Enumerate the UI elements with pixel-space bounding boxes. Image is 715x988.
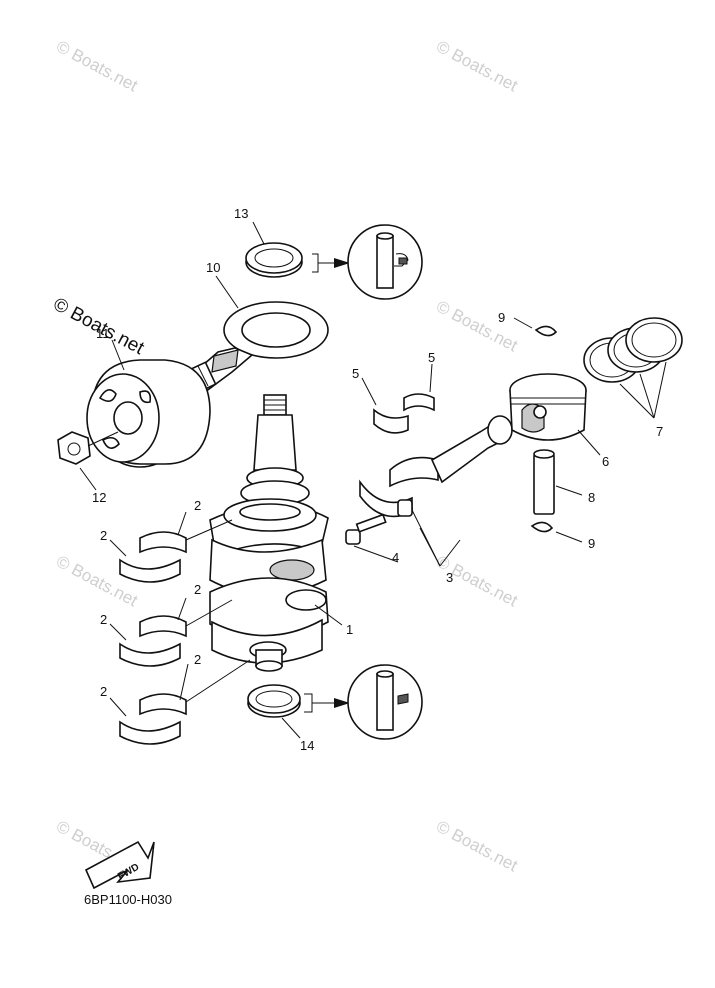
crankshaft xyxy=(209,394,329,672)
oil-seal-bottom xyxy=(247,684,301,718)
con-rod-bolt xyxy=(345,513,387,545)
grease-detail-bottom xyxy=(347,664,423,740)
piston xyxy=(509,373,587,441)
callout-10: 10 xyxy=(206,260,220,275)
con-rod-bearing-left xyxy=(373,408,409,434)
forward-arrow-icon: FWD xyxy=(84,840,155,890)
callout-12: 12 xyxy=(92,490,106,505)
callout-2: 2 xyxy=(194,498,201,513)
callout-5: 5 xyxy=(352,366,359,381)
oil-seal-top xyxy=(245,242,303,278)
piston-pin-clip-bottom xyxy=(530,521,554,533)
watermark: © Boats.net xyxy=(53,552,141,611)
piston-pin xyxy=(533,449,555,515)
flywheel xyxy=(86,359,211,468)
callout-2: 2 xyxy=(100,684,107,699)
main-bearing-pair-2 xyxy=(119,615,187,667)
callout-4: 4 xyxy=(392,550,399,565)
connecting-rod xyxy=(359,415,513,518)
callout-9: 9 xyxy=(498,310,505,325)
callout-2: 2 xyxy=(100,528,107,543)
piston-rings xyxy=(583,317,683,383)
diagram-part-code: 6BP1100-H030 xyxy=(84,892,172,907)
main-bearing-pair-1 xyxy=(119,531,187,583)
con-rod-bearing-right xyxy=(403,393,435,412)
callout-2: 2 xyxy=(194,582,201,597)
callout-9: 9 xyxy=(588,536,595,551)
callout-6: 6 xyxy=(602,454,609,469)
watermark: © Boats.net xyxy=(433,37,521,96)
nut xyxy=(57,431,91,465)
callout-2: 2 xyxy=(194,652,201,667)
watermark: © Boats.net xyxy=(433,817,521,876)
callout-7: 7 xyxy=(656,424,663,439)
callout-14: 14 xyxy=(300,738,314,753)
callout-labels: 1 2 2 2 2 2 2 3 4 5 5 6 7 8 9 9 10 11 12… xyxy=(92,206,663,753)
callout-11: 11 xyxy=(96,326,110,341)
callout-1: 1 xyxy=(346,622,353,637)
callout-3: 3 xyxy=(446,570,453,585)
callout-2: 2 xyxy=(100,612,107,627)
callout-8: 8 xyxy=(588,490,595,505)
callout-5: 5 xyxy=(428,350,435,365)
main-bearing-pair-3 xyxy=(119,693,187,745)
watermark: © Boats.net xyxy=(433,297,521,356)
watermark: © Boats.net xyxy=(53,37,141,96)
piston-pin-clip-top xyxy=(534,325,558,337)
callout-13: 13 xyxy=(234,206,248,221)
grease-detail-top xyxy=(347,224,423,300)
